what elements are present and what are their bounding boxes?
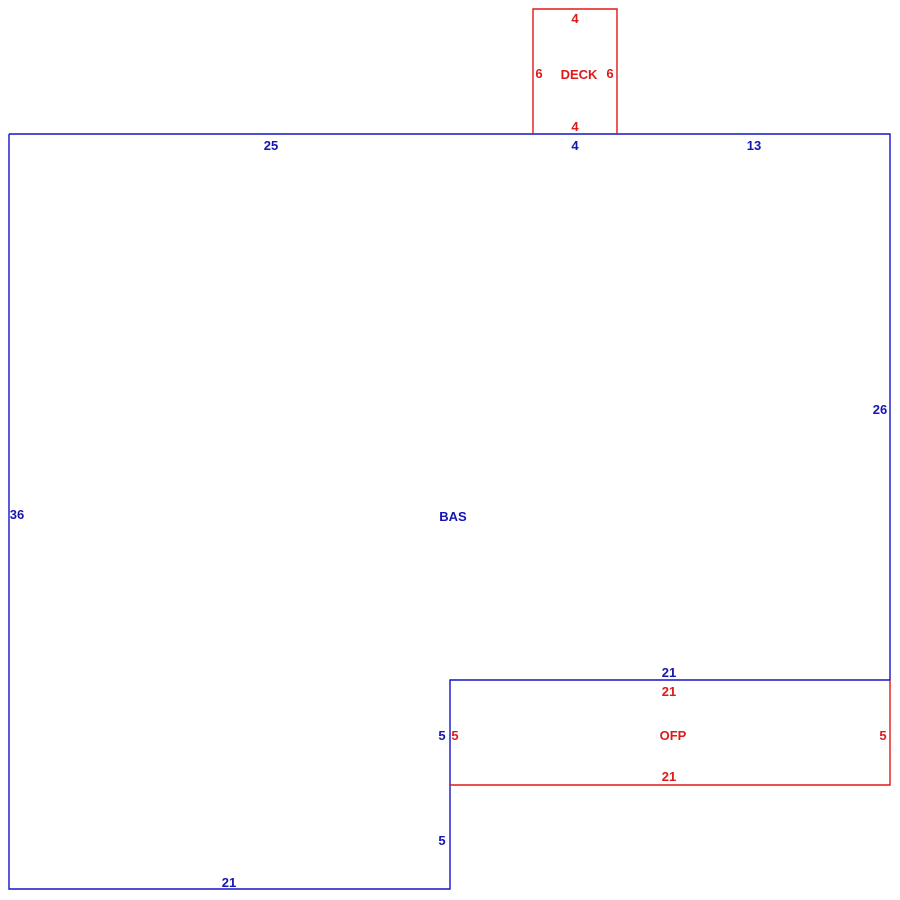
deck-dim-bottom: 4 <box>571 119 579 134</box>
bas-dim-left: 36 <box>10 507 24 522</box>
ofp-dim-left: 5 <box>451 728 458 743</box>
bas-dim-step-upper: 5 <box>438 728 445 743</box>
bas-outline <box>8 133 891 890</box>
bas-dim-top-right: 13 <box>747 138 761 153</box>
deck-outline <box>532 8 618 134</box>
deck-dim-left: 6 <box>535 66 542 81</box>
ofp-dim-bottom: 21 <box>662 769 676 784</box>
ofp-outline <box>450 680 891 786</box>
deck-area-label: DECK <box>561 67 598 82</box>
ofp-area-label: OFP <box>660 728 687 743</box>
deck-dim-top: 4 <box>571 11 579 26</box>
bas-dim-bottom: 21 <box>222 875 236 890</box>
bas-dim-top-left: 25 <box>264 138 278 153</box>
bas-dim-right: 26 <box>873 402 887 417</box>
ofp-dim-top: 21 <box>662 684 676 699</box>
bas-dim-step-top: 21 <box>662 665 676 680</box>
ofp-dim-right: 5 <box>879 728 886 743</box>
bas-area-label: BAS <box>439 509 467 524</box>
deck-dim-right: 6 <box>606 66 613 81</box>
bas-dim-top-mid: 4 <box>571 138 579 153</box>
bas-dim-step-lower: 5 <box>438 833 445 848</box>
